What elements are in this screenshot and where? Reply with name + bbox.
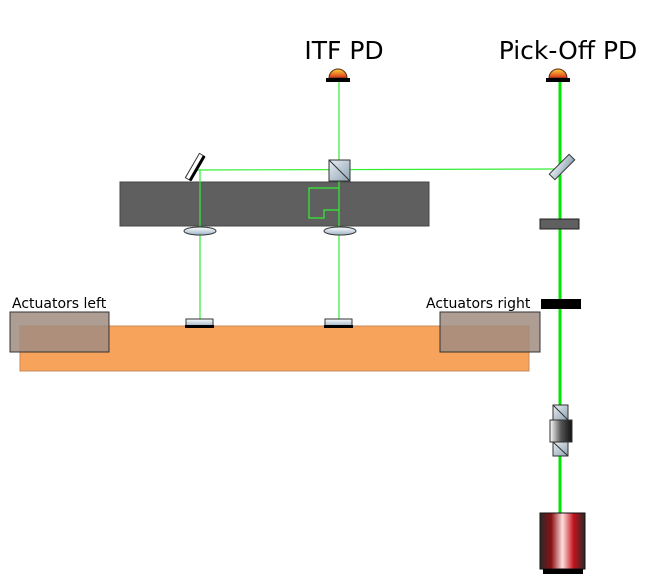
pick-off-splitter-icon [548,153,576,181]
beam-splitter-icon [328,159,351,182]
mirror-icon [185,318,214,328]
beam-attenuator-icon [539,218,580,230]
actuator-block-left [9,311,110,353]
pick-off-pd-label: Pick-Off PD [499,36,638,65]
lens-icon [183,226,217,236]
laser-source-icon [539,512,586,574]
actuator-block-right [439,311,541,353]
interferometer-beams [193,81,559,321]
mirror-icon [324,318,353,328]
actuators-right-label: Actuators right [426,296,531,312]
itf-pd-label: ITF PD [304,36,383,65]
photodiode-icon [546,68,570,82]
beam-block-icon [541,299,581,309]
optical-bench [119,181,430,227]
actuators-left-label: Actuators left [12,296,107,312]
lens-icon [323,226,357,236]
photodiode-icon [326,68,350,82]
mirror-icon [184,152,206,182]
isolator-icon [549,404,573,457]
